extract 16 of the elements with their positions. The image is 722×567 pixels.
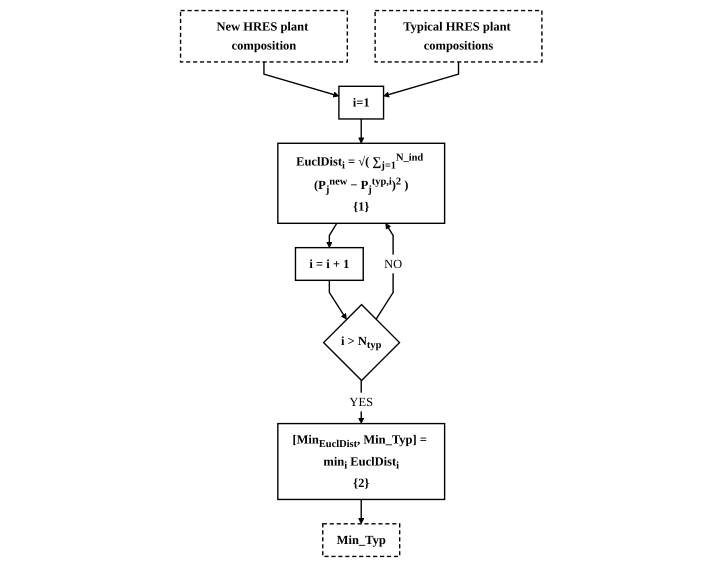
node-box: New HRES plant composition bbox=[180, 10, 348, 63]
node-box: i=1 bbox=[338, 86, 384, 120]
arrow bbox=[328, 280, 347, 320]
arrow bbox=[383, 62, 459, 98]
arrow bbox=[358, 499, 364, 524]
edge-label: YES bbox=[349, 394, 373, 409]
arrow bbox=[358, 118, 364, 144]
edge-label: NO bbox=[384, 256, 402, 271]
node-box: i = i + 1 bbox=[294, 246, 364, 281]
node-box: Typical HRES plant compositions bbox=[374, 10, 542, 63]
arrow bbox=[375, 223, 394, 320]
node-box: [Min$_{EuclDist}$, Min_Typ] = min$_{i}$ EuclDist$_{i}$ {2} bbox=[276, 422, 446, 500]
arrow bbox=[263, 62, 339, 98]
arrow bbox=[326, 222, 338, 248]
node-box: Min_Typ bbox=[322, 523, 400, 558]
node-diamond: i > N$_{typ}$ bbox=[322, 304, 400, 382]
